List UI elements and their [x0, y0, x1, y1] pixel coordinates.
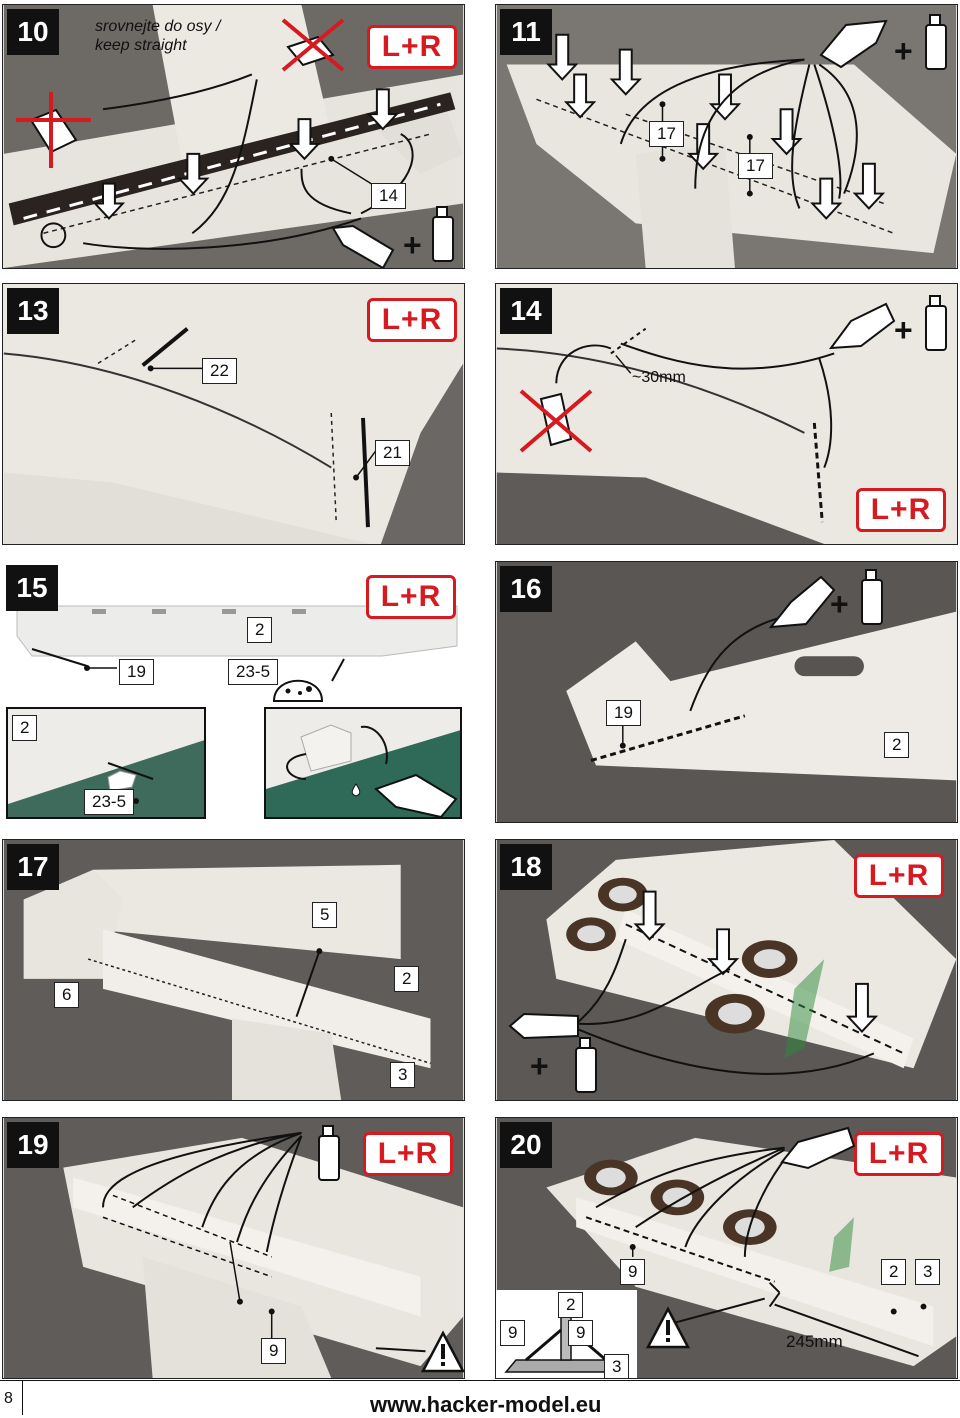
- lr-badge: L+R: [854, 854, 944, 898]
- glue-bottle-icon: [331, 224, 395, 268]
- part-label: 2: [394, 966, 420, 992]
- crossed-out-icon: [16, 92, 91, 168]
- fuselage-with-tape-photo: [496, 1118, 957, 1378]
- warning-icon: [421, 1330, 464, 1373]
- step-number: 16: [500, 566, 552, 612]
- part-label: 2: [881, 1259, 907, 1285]
- keep-straight-note: srovnejte do osy / keep straight: [95, 17, 220, 55]
- foam-wing-photo: [496, 5, 957, 268]
- panel-step-10: 10 srovnejte do osy / keep straight L+R …: [2, 4, 465, 269]
- panel-step-15: 15 L+R 2 19 23-5 2 23-5: [2, 561, 465, 823]
- diagram-label: 2: [558, 1292, 584, 1318]
- part-label: 3: [390, 1062, 416, 1088]
- lr-badge: L+R: [367, 298, 457, 342]
- plus-icon: +: [894, 312, 913, 348]
- step-number: 18: [500, 844, 552, 890]
- panel-step-19: 19 L+R 9: [2, 1117, 465, 1379]
- diagram-label: 9: [500, 1320, 526, 1346]
- step-number: 20: [500, 1122, 552, 1168]
- page-number: 8: [4, 1390, 13, 1407]
- footer-rule: [0, 1380, 960, 1381]
- panel-step-20: 20 L+R 9 2 3 2 9 9 3 245mm: [495, 1117, 958, 1379]
- panel-step-16: 16 + 19 2: [495, 561, 958, 823]
- part-label: 19: [606, 700, 641, 726]
- glue-bottle-icon: [780, 1126, 856, 1170]
- warning-icon: [646, 1306, 690, 1349]
- panel-step-18: 18 L+R +: [495, 839, 958, 1101]
- tape-roll-icon: [566, 877, 798, 1034]
- step-number: 19: [7, 1122, 59, 1168]
- panel-step-13: 13 L+R 22 21: [2, 283, 465, 545]
- glue-bottle-icon: [575, 1037, 597, 1093]
- panel-step-14: 14 ~30mm + L+R: [495, 283, 958, 545]
- lr-badge: L+R: [366, 575, 456, 619]
- part-label: 3: [915, 1259, 941, 1285]
- lr-badge: L+R: [363, 1132, 453, 1176]
- plus-icon: +: [530, 1048, 549, 1084]
- footer-divider: [22, 1380, 23, 1415]
- glue-bottle-icon: [318, 1125, 340, 1181]
- crossed-out-icon: [281, 18, 345, 72]
- lr-badge: L+R: [854, 1132, 944, 1176]
- part-label: 2: [884, 732, 910, 758]
- inset-photo-glue: [264, 707, 462, 819]
- plus-icon: +: [403, 227, 422, 263]
- website-link[interactable]: www.hacker-model.eu: [370, 1392, 602, 1417]
- glue-bottle-icon: [432, 206, 454, 262]
- part-label: 5: [312, 902, 338, 928]
- part-label: 6: [54, 982, 80, 1008]
- part-label: 23-5: [84, 789, 135, 815]
- inset-photo-part-23: 2 23-5: [6, 707, 206, 819]
- distance-measure: ~30mm: [632, 369, 686, 386]
- panel-step-17: 17 5 2 6 3: [2, 839, 465, 1101]
- fuselage-photo: [3, 840, 464, 1100]
- lr-badge: L+R: [856, 488, 946, 532]
- step-number: 13: [7, 288, 59, 334]
- plus-icon: +: [894, 33, 913, 69]
- note-line-2: keep straight: [95, 37, 187, 54]
- step-number: 17: [7, 844, 59, 890]
- foam-part-photo: [496, 562, 957, 822]
- part-label: 9: [620, 1259, 646, 1285]
- part-label: 9: [261, 1338, 287, 1364]
- glue-bottle-icon: [768, 575, 836, 629]
- part-label: 21: [375, 440, 410, 466]
- part-label: 2: [247, 617, 273, 643]
- glue-bottle-icon: [925, 14, 947, 70]
- glue-bottle-icon: [861, 569, 883, 625]
- step-number: 15: [6, 565, 58, 611]
- panel-step-11: 11 17 17 +: [495, 4, 958, 269]
- part-label: 14: [371, 183, 406, 209]
- step-number: 11: [500, 9, 552, 55]
- lr-badge: L+R: [367, 25, 457, 69]
- glue-bottle-icon: [925, 295, 947, 351]
- glue-bottle-icon: [828, 302, 896, 350]
- part-label: 17: [649, 121, 684, 147]
- step-number: 10: [7, 9, 59, 55]
- diagram-label: 3: [604, 1354, 630, 1378]
- part-label: 17: [738, 153, 773, 179]
- crossed-out-icon: [519, 389, 593, 453]
- length-measure: 245mm: [786, 1332, 843, 1351]
- glue-bottle-icon: [819, 19, 888, 69]
- former-part-icon: [272, 679, 324, 702]
- diagram-label: 9: [568, 1320, 594, 1346]
- part-label: 23-5: [228, 659, 279, 685]
- cross-section-diagram: 2 9 9 3: [496, 1290, 637, 1378]
- part-label: 2: [12, 715, 38, 741]
- plus-icon: +: [830, 586, 849, 622]
- step-number: 14: [500, 288, 552, 334]
- note-line-1: srovnejte do osy /: [95, 18, 221, 35]
- glue-bottle-icon: [508, 1012, 579, 1040]
- part-label: 22: [202, 358, 237, 384]
- part-label: 19: [119, 659, 154, 685]
